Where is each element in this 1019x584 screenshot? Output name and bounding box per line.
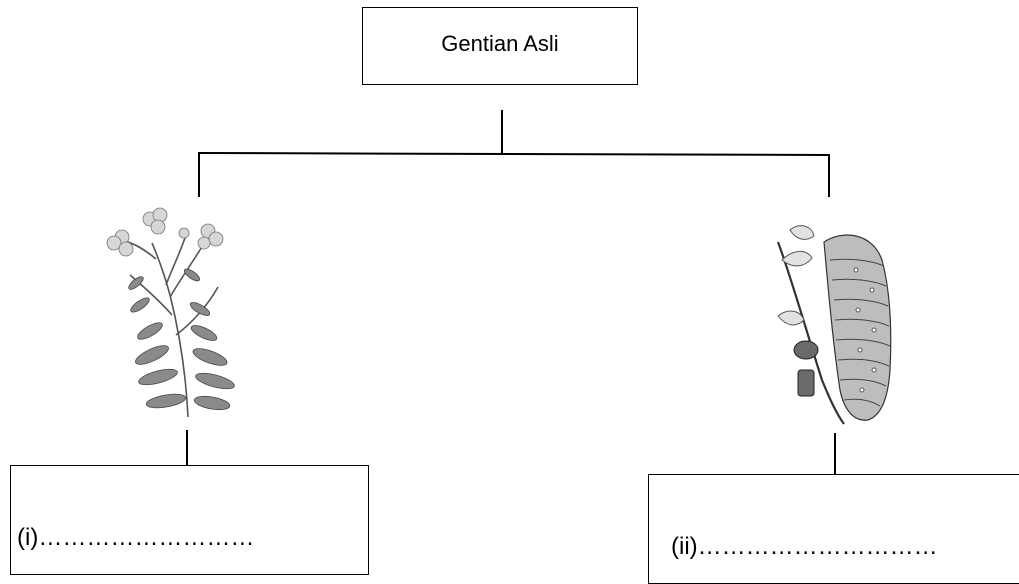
answer-box-left: (i)………………………	[10, 465, 369, 575]
caterpillar-on-branch-illustration	[776, 225, 892, 425]
flowering-plant-illustration	[106, 207, 235, 418]
tree-connectors	[186, 110, 836, 474]
root-label: Gentian Asli	[441, 31, 559, 56]
answer-label-left: (i)………………………	[17, 524, 255, 551]
root-box: Gentian Asli	[362, 7, 638, 85]
horizontal-branch-line	[197, 152, 831, 156]
answer-label-right: (ii)…………………………	[671, 533, 938, 560]
answer-box-right: (ii)…………………………	[648, 474, 1019, 584]
